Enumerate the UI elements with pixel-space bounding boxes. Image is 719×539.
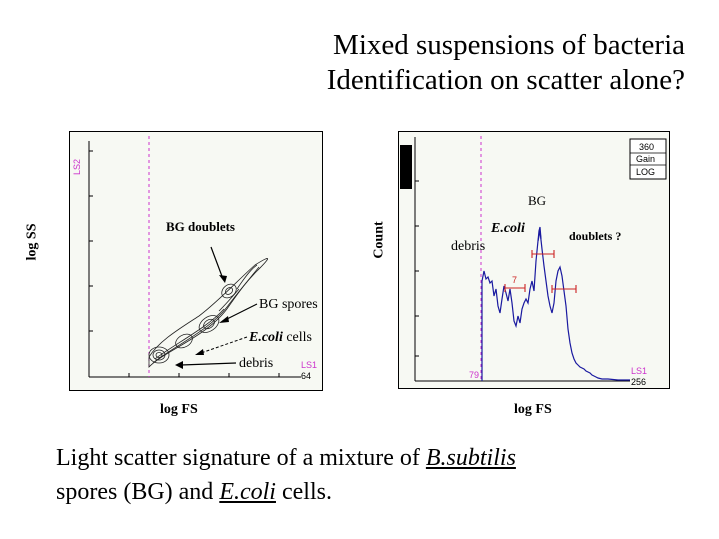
caption-line-2: spores (BG) and E.coli cells. bbox=[56, 479, 332, 505]
arrow-bg-doublets bbox=[210, 246, 224, 280]
right-x-channel-label: LS1 bbox=[631, 366, 647, 376]
right-y-axis-label: Count bbox=[371, 221, 387, 259]
slide-title-line-2: Identification on scatter alone? bbox=[326, 64, 685, 96]
left-x-axis-label: log FS bbox=[160, 402, 198, 417]
caption-species-bsubtilis: B.subtilis bbox=[425, 445, 516, 471]
right-histogram-plot: 360 Gain LOG 79 7 LS1 256 BG E.coli debr… bbox=[398, 131, 670, 389]
region-markers bbox=[504, 250, 577, 293]
annotation-debris: debris bbox=[451, 239, 485, 254]
slide-title-line-1: Mixed suspensions of bacteria bbox=[333, 29, 685, 61]
left-y-axis-label: log SS bbox=[24, 223, 40, 261]
annotation-bg: BG bbox=[528, 193, 546, 208]
annotation-bg-spores: BG spores bbox=[259, 297, 318, 312]
color-swatch bbox=[400, 145, 412, 189]
svg-text:LOG: LOG bbox=[636, 167, 655, 177]
caption-species-ecoli: E.coli bbox=[219, 479, 276, 505]
contour-population bbox=[148, 258, 269, 369]
svg-text:Gain: Gain bbox=[636, 154, 655, 164]
info-box: 360 Gain LOG bbox=[629, 138, 667, 180]
left-scatter-plot: LS2 LS1 64 BG doublets BG spores E.coli … bbox=[69, 131, 323, 391]
svg-text:360: 360 bbox=[639, 142, 654, 152]
left-x-channel-value: 64 bbox=[301, 371, 311, 381]
marker-label: 7 bbox=[512, 275, 517, 285]
left-y-channel-label: LS2 bbox=[72, 159, 82, 175]
left-x-channel-label: LS1 bbox=[301, 360, 317, 370]
annotation-ecoli-cells: E.coli cells bbox=[248, 330, 312, 345]
annotation-ecoli: E.coli bbox=[490, 221, 525, 236]
caption-line-1: Light scatter signature of a mixture of … bbox=[56, 445, 516, 471]
annotation-doublets: doublets ? bbox=[569, 229, 621, 243]
right-x-channel-value: 256 bbox=[631, 377, 646, 387]
right-x-axis-label: log FS bbox=[514, 402, 552, 417]
annotation-bg-doublets: BG doublets bbox=[166, 219, 235, 234]
histogram-trace bbox=[481, 230, 630, 381]
right-gate-value: 79 bbox=[469, 370, 479, 380]
annotation-debris: debris bbox=[239, 356, 273, 371]
